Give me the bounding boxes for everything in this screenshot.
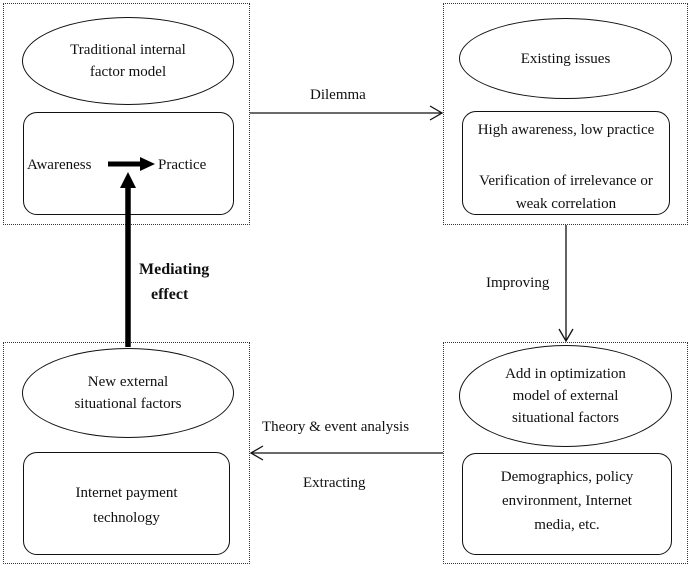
mediating-effect-arrow [120, 172, 136, 347]
dilemma-label: Dilemma [310, 87, 366, 103]
dilemma-arrow [250, 105, 444, 121]
new-external-line1: New external [87, 374, 169, 390]
demographics-box [462, 453, 672, 555]
internet-payment-line2: technology [93, 510, 160, 526]
optimization-line2: model of external [512, 388, 619, 404]
awareness-to-practice-arrow [108, 157, 155, 171]
improving-label: Improving [486, 275, 550, 291]
demographics-line2: environment, Internet [502, 493, 632, 509]
existing-issues-label: Existing issues [520, 50, 611, 67]
internet-payment-line1: Internet payment [75, 485, 178, 501]
existing-issues-panel [443, 3, 688, 225]
issue-verification-line1: Verification of irrelevance or [479, 173, 653, 189]
mediating-effect-line1: Mediating [139, 261, 210, 278]
traditional-model-line2: factor model [89, 64, 167, 80]
traditional-model-line1: Traditional internal [70, 42, 186, 58]
existing-issues-ellipse: Existing issues [459, 18, 672, 99]
optimization-line3: situational factors [511, 410, 620, 426]
theory-event-label: Theory & event analysis [262, 419, 410, 435]
practice-label: Practice [158, 157, 207, 173]
new-external-line2: situational factors [74, 396, 182, 412]
improving-arrow [558, 225, 574, 343]
new-external-ellipse: New external situational factors [22, 348, 234, 438]
extracting-label: Extracting [303, 475, 366, 491]
demographics-line3: media, etc. [534, 517, 600, 533]
traditional-model-ellipse: Traditional internal factor model [22, 17, 234, 105]
issues-box [462, 111, 670, 215]
mediating-effect-line2: effect [151, 286, 189, 303]
issue-verification-line2: weak correlation [515, 196, 617, 212]
awareness-label: Awareness [27, 157, 92, 173]
optimization-ellipse: Add in optimization model of external si… [459, 345, 672, 447]
issue-high-awareness: High awareness, low practice [477, 122, 655, 138]
demographics-line1: Demographics, policy [500, 469, 634, 485]
optimization-panel [443, 342, 688, 564]
extracting-arrow [249, 445, 443, 461]
optimization-line1: Add in optimization [505, 366, 626, 382]
internet-payment-box [23, 452, 230, 555]
